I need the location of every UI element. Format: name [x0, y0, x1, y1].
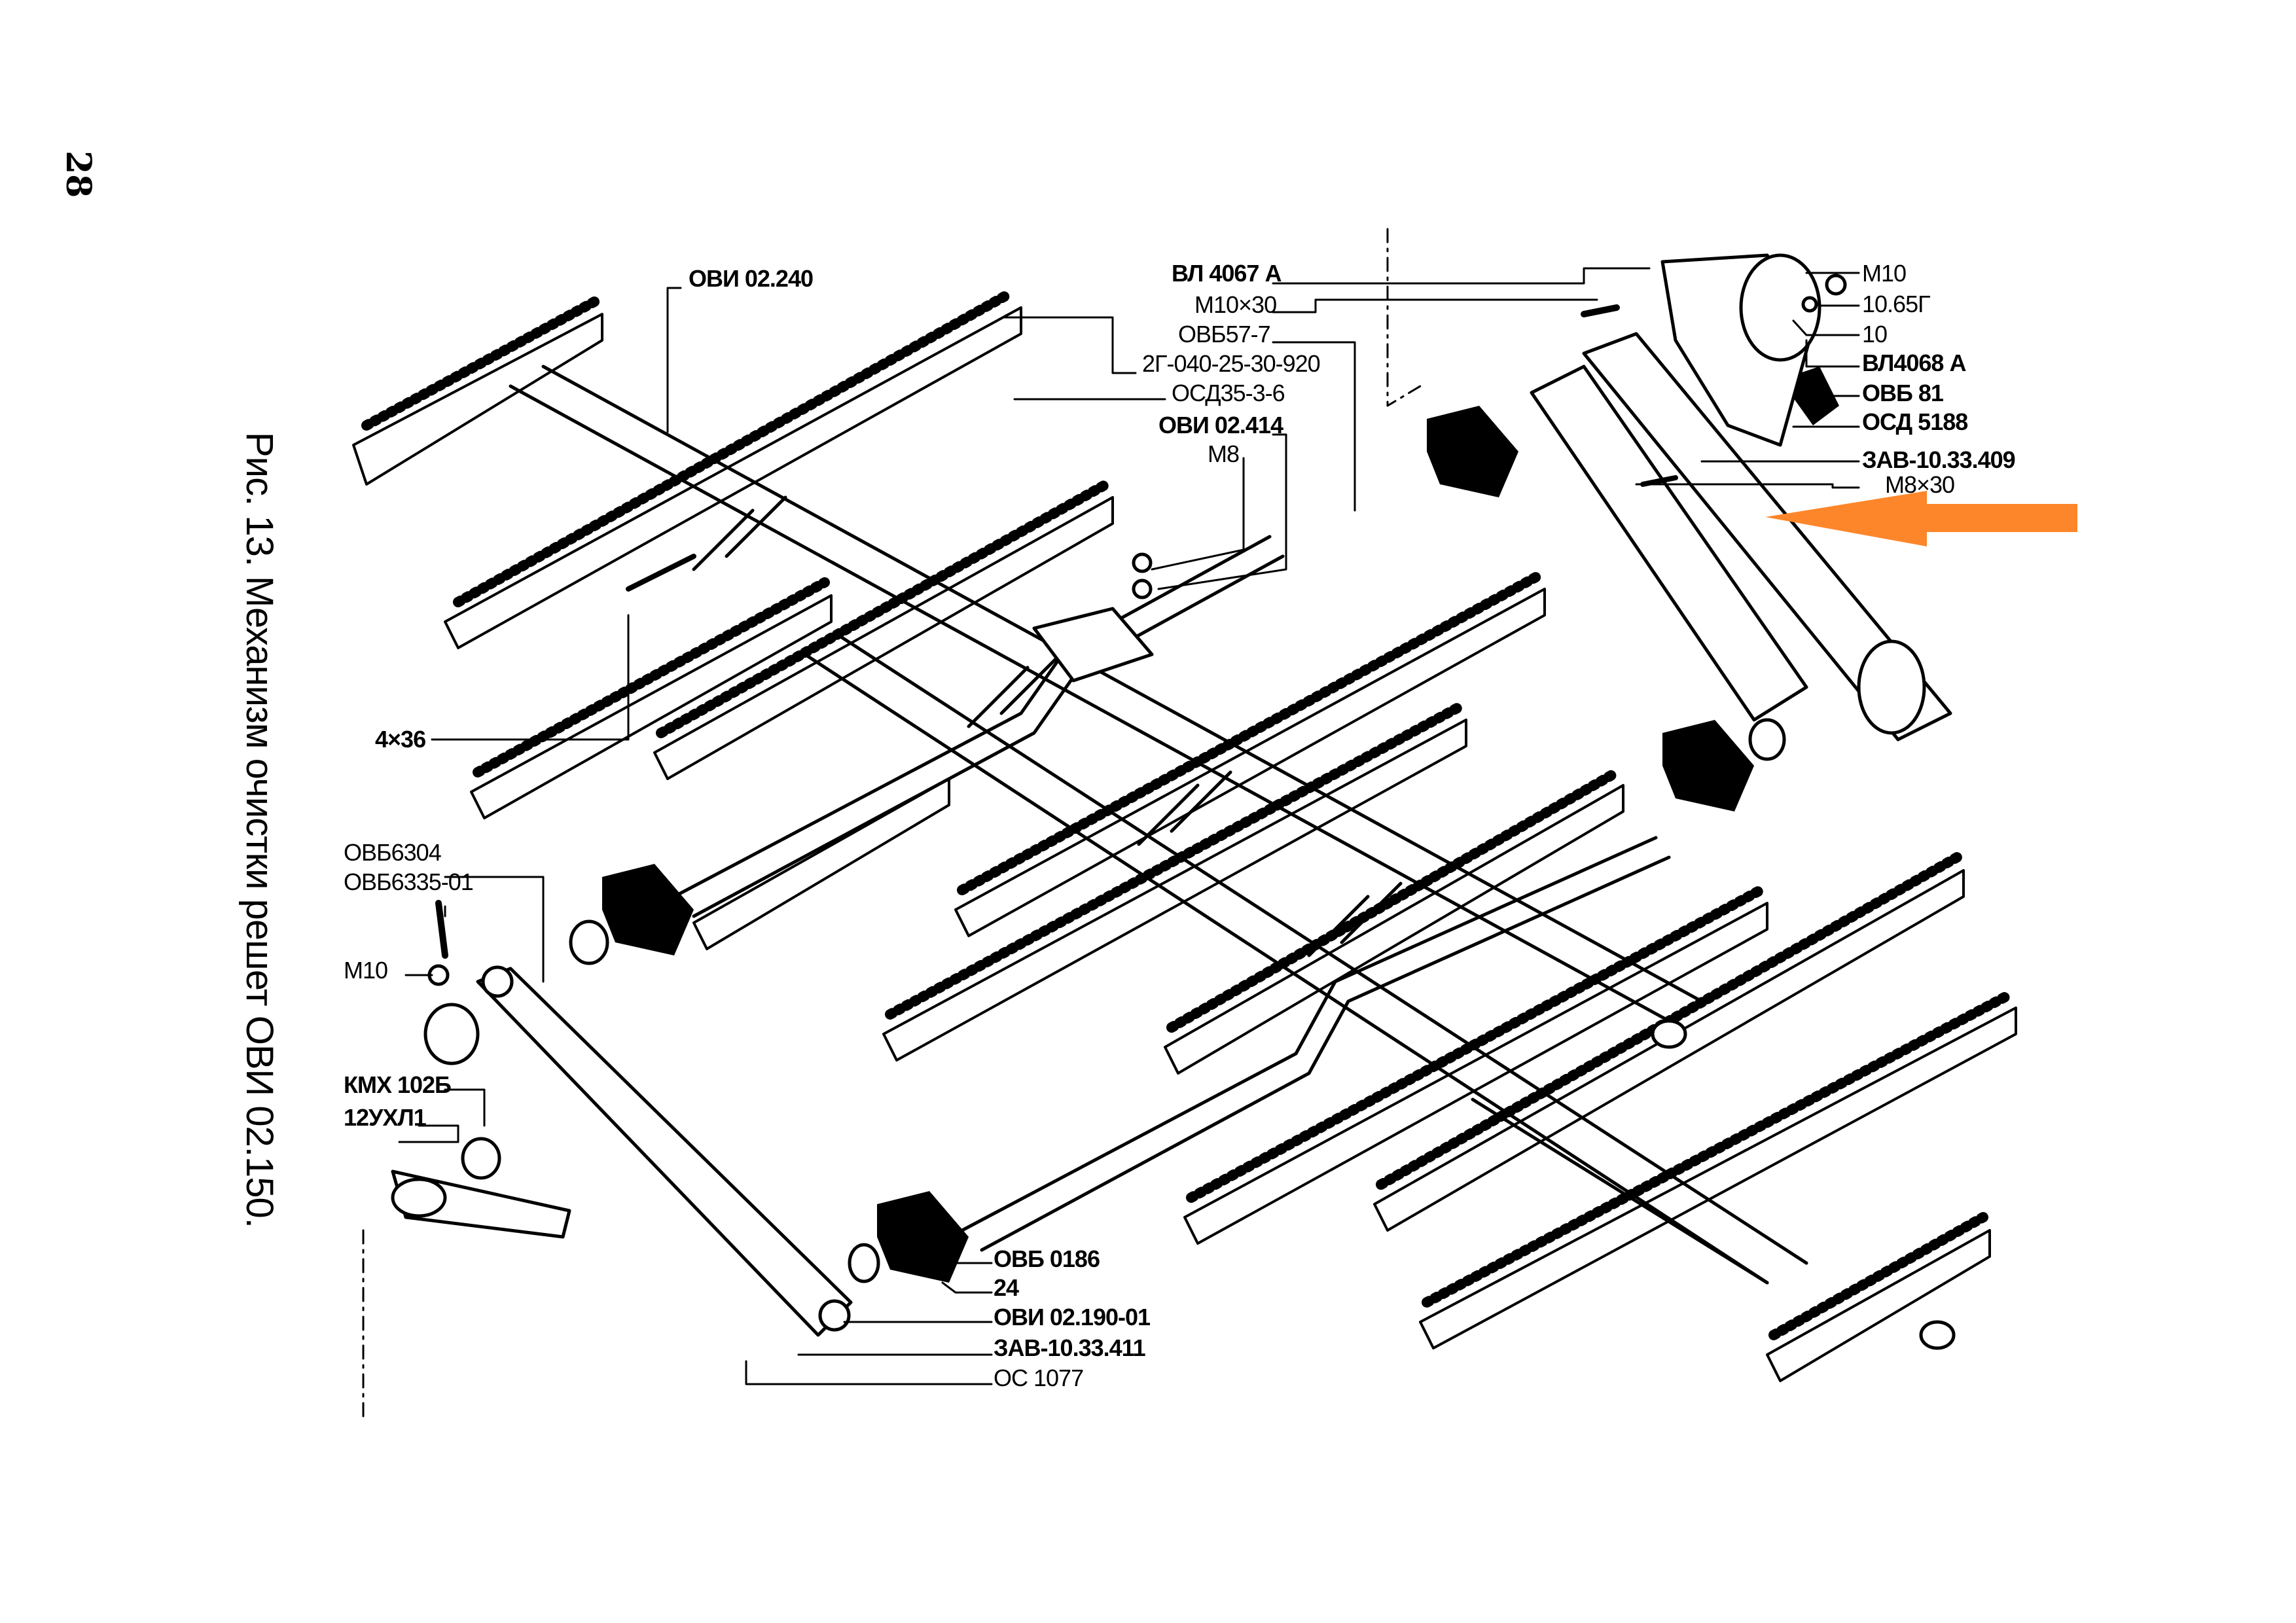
label-osd35: ОСД35-3-6	[1172, 380, 1285, 406]
brush-bar	[692, 777, 950, 950]
label-2g-040: 2Г-040-25-30-920	[1142, 350, 1321, 377]
washer	[1801, 296, 1818, 313]
label-ovi02-414: ОВИ 02.414	[1158, 412, 1283, 438]
hardware	[423, 274, 1956, 1350]
bolt	[1581, 304, 1620, 317]
brush-bar	[1419, 990, 2017, 1349]
label-zav-10-33-411: ЗАВ-10.33.411	[994, 1334, 1146, 1361]
label-4x36: 4×36	[375, 726, 426, 753]
rubber-mount	[602, 864, 694, 955]
washer	[569, 919, 609, 965]
brush-bar	[882, 702, 1467, 1061]
brush-bar	[1183, 885, 1768, 1245]
brush-bar	[352, 296, 603, 486]
bolt	[435, 900, 448, 959]
rubber-mount	[1427, 406, 1518, 497]
label-kmh102b: КМХ 102Б	[344, 1071, 452, 1098]
label-os1077: ОС 1077	[994, 1364, 1084, 1391]
bolt	[1640, 475, 1678, 487]
brush-bar	[954, 571, 1546, 937]
bushing	[461, 1137, 501, 1180]
nut	[1132, 552, 1153, 573]
brush-bar	[470, 577, 833, 819]
rubber-mount	[1662, 720, 1754, 812]
label-ovb0186: ОВБ 0186	[994, 1245, 1100, 1272]
label-12uhl1: 12УХЛ1	[344, 1104, 427, 1131]
label-ovb6335-01: ОВБ6335-01	[344, 868, 474, 895]
brush-bar	[1766, 1212, 1991, 1382]
label-24: 24	[994, 1274, 1019, 1301]
bushing	[423, 1003, 480, 1065]
rubber-mounts	[602, 366, 1839, 1283]
bushing	[1919, 1320, 1956, 1350]
label-m10x30: М10×30	[1194, 291, 1277, 318]
label-10: 10	[1862, 321, 1888, 348]
frame-rails	[509, 365, 1808, 1285]
label-ovi02-190-01: ОВИ 02.190-01	[994, 1304, 1151, 1330]
label-ovb57-7: ОВБ57-7	[1178, 321, 1271, 348]
cotter-pin	[626, 554, 696, 592]
leader-lines	[398, 267, 1860, 1385]
label-m10-left: М10	[344, 957, 388, 984]
highlight-arrow	[1765, 491, 2077, 546]
bracket	[1032, 607, 1154, 683]
brush-bar	[444, 289, 1022, 649]
brush-bar	[1164, 767, 1624, 1075]
rubber-mount	[877, 1191, 969, 1283]
lever-arm	[1530, 365, 1808, 722]
label-m8x30: М8×30	[1885, 471, 1955, 498]
brush-bars	[352, 289, 2017, 1382]
nut	[1132, 579, 1153, 599]
label-ovi02-240: ОВИ 02.240	[689, 265, 814, 292]
label-ovb6304: ОВБ6304	[344, 839, 442, 866]
label-ovb81: ОВБ 81	[1862, 380, 1944, 406]
label-m10-right: М10	[1862, 260, 1907, 287]
drive-shafts	[672, 535, 1671, 1252]
label-osd5188: ОСД 5188	[1862, 408, 1968, 435]
label-vl4067a: ВЛ 4067 А	[1172, 260, 1282, 287]
label-zav-10-33-409: ЗАВ-10.33.409	[1862, 446, 2016, 473]
centre-lines	[362, 228, 1422, 1421]
washer	[1748, 718, 1786, 761]
label-m8: М8	[1208, 440, 1240, 467]
washer	[848, 1243, 880, 1283]
lever-arm	[1582, 332, 1952, 741]
linkage-levers	[391, 253, 1952, 1337]
brush-bar	[653, 479, 1114, 780]
lever-arm	[476, 967, 853, 1337]
label-vl4068a: ВЛ4068 А	[1862, 349, 1966, 376]
bushing	[1651, 1019, 1687, 1049]
nut	[1825, 274, 1847, 296]
label-10-65g: 10.65Г	[1862, 291, 1931, 317]
